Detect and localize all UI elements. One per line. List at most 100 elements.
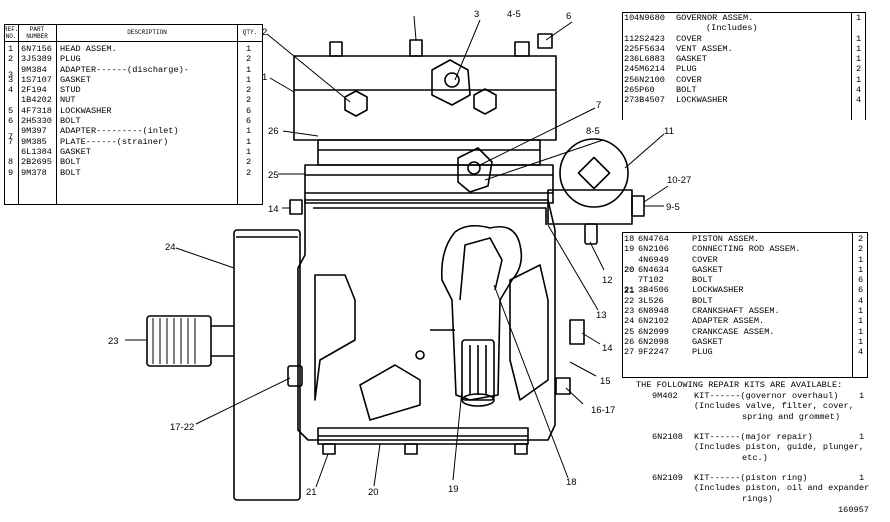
cylinder-band bbox=[304, 164, 554, 204]
engine-table-description: ADAPTER ASSEM. bbox=[692, 316, 765, 327]
adapter-flange bbox=[233, 229, 301, 501]
governor-table-ref: 10 bbox=[624, 13, 635, 23]
crankcase-body bbox=[297, 199, 556, 441]
engine-table-part-number: 6N4764 bbox=[638, 234, 669, 244]
left-table-part-number: 3J5389 bbox=[21, 54, 52, 65]
governor-table-row: (Includes) bbox=[622, 23, 866, 33]
callout-14-right: 14 bbox=[602, 343, 613, 354]
engine-table-qty: 1 bbox=[858, 316, 864, 327]
governor-table-qty: 4 bbox=[856, 95, 862, 106]
governor-table-ref: 24 bbox=[624, 64, 635, 75]
engine-table-ref: 25 bbox=[624, 326, 635, 337]
callout-10-27: 10-27 bbox=[667, 175, 691, 186]
engine-table-qty: 6 bbox=[858, 285, 864, 296]
left-table-part-number: 9M384 bbox=[21, 64, 47, 75]
left-table-qty: 2 bbox=[246, 95, 252, 106]
left-table-description: STUD bbox=[60, 85, 81, 96]
left-table-qty: 1 bbox=[246, 44, 252, 54]
governor-table-qty: 1 bbox=[856, 43, 862, 54]
left-table-description: NUT bbox=[60, 95, 76, 106]
left-table-qty: 1 bbox=[246, 146, 252, 157]
callout-14-left: 14 bbox=[268, 204, 279, 215]
left-table-part-number: 6L1384 bbox=[21, 146, 52, 157]
governor-table-description: GASKET bbox=[676, 54, 707, 65]
engine-table-part-number: 6N4634 bbox=[638, 264, 669, 275]
connecting-rod-window bbox=[440, 224, 523, 401]
callout-18: 18 bbox=[566, 477, 577, 488]
governor-table-ref: 27 bbox=[624, 95, 635, 106]
repair-kits-title: THE FOLLOWING REPAIR KITS ARE AVAILABLE: bbox=[636, 380, 843, 390]
engine-table-ref: 27 bbox=[624, 347, 635, 358]
left-table-qty: 2 bbox=[246, 54, 252, 65]
engine-table-description: BOLT bbox=[692, 275, 713, 286]
governor-table-qty: 1 bbox=[856, 74, 862, 85]
left-table-description: HEAD ASSEM. bbox=[60, 44, 117, 54]
callout-23: 23 bbox=[108, 336, 119, 347]
callout-2: 2 bbox=[262, 27, 267, 38]
callout-1: 1 bbox=[262, 72, 267, 83]
engine-table-description: PLUG bbox=[692, 347, 713, 358]
engine-table-description: CRANKCASE ASSEM. bbox=[692, 326, 775, 337]
engine-table-ref: 26 bbox=[624, 336, 635, 347]
engine-table-part-number: 6N2098 bbox=[638, 336, 669, 347]
left-table-merged-ref: 7 bbox=[8, 131, 14, 142]
header-qty: QTY. bbox=[242, 29, 258, 36]
governor-table-part-number: 5P60 bbox=[634, 85, 655, 96]
left-table-ref: 2 bbox=[8, 54, 14, 65]
callout-7: 7 bbox=[596, 100, 601, 111]
left-table-part-number: 1B4202 bbox=[21, 95, 52, 106]
left-table-description: LOCKWASHER bbox=[60, 105, 112, 116]
governor-table-description: BOLT bbox=[676, 85, 697, 96]
left-table-description: ADAPTER---------(inlet) bbox=[60, 126, 179, 137]
governor-table-part-number: 2S2423 bbox=[634, 33, 665, 44]
callout-8-5: 8-5 bbox=[586, 126, 600, 137]
engine-table-description: GASKET bbox=[692, 264, 723, 275]
engine-table-qty: 1 bbox=[858, 264, 864, 275]
left-table-ref: 8 bbox=[8, 157, 14, 168]
engine-table-description: PISTON ASSEM. bbox=[692, 234, 760, 244]
engine-table-description: CONNECTING ROD ASSEM. bbox=[692, 244, 801, 255]
callout-17-22: 17-22 bbox=[170, 422, 194, 433]
kit-part-number: 6N2108 bbox=[652, 432, 683, 442]
callout-15: 15 bbox=[600, 376, 611, 387]
kit-description-line: spring and grommet) bbox=[742, 411, 840, 422]
engine-table-qty: 1 bbox=[858, 254, 864, 265]
callout-21: 21 bbox=[306, 487, 317, 498]
callout-3: 3 bbox=[474, 9, 479, 20]
governor-table-description: PLUG bbox=[676, 64, 697, 75]
engine-table-description: LOCKWASHER bbox=[692, 285, 744, 296]
left-table-qty: 2 bbox=[246, 85, 252, 96]
kit-part-number: 9M402 bbox=[652, 391, 678, 401]
callout-4-5: 4-5 bbox=[507, 9, 521, 20]
left-table-part-number: 9M385 bbox=[21, 136, 47, 147]
left-table-ref: 5 bbox=[8, 105, 14, 116]
governor-table-part-number: 6N2100 bbox=[634, 74, 665, 85]
engine-table-merged-ref: 21 bbox=[624, 285, 635, 296]
kit-qty: 1 bbox=[859, 391, 865, 401]
governor-table-part-number: 4N9680 bbox=[634, 13, 665, 23]
engine-table-part-number: 3L526 bbox=[638, 295, 664, 306]
engine-table-ref: 22 bbox=[624, 295, 635, 306]
governor-table-qty: 1 bbox=[856, 54, 862, 65]
left-table-qty: 6 bbox=[246, 105, 252, 116]
kit-description-line: KIT------(piston ring) bbox=[694, 473, 808, 483]
engine-table-part-number: 9F2247 bbox=[638, 347, 669, 358]
engine-table-part-number: 3B4506 bbox=[638, 285, 669, 296]
inlet-adapter-icon bbox=[457, 147, 493, 193]
left-table-ref: 9 bbox=[8, 167, 14, 178]
